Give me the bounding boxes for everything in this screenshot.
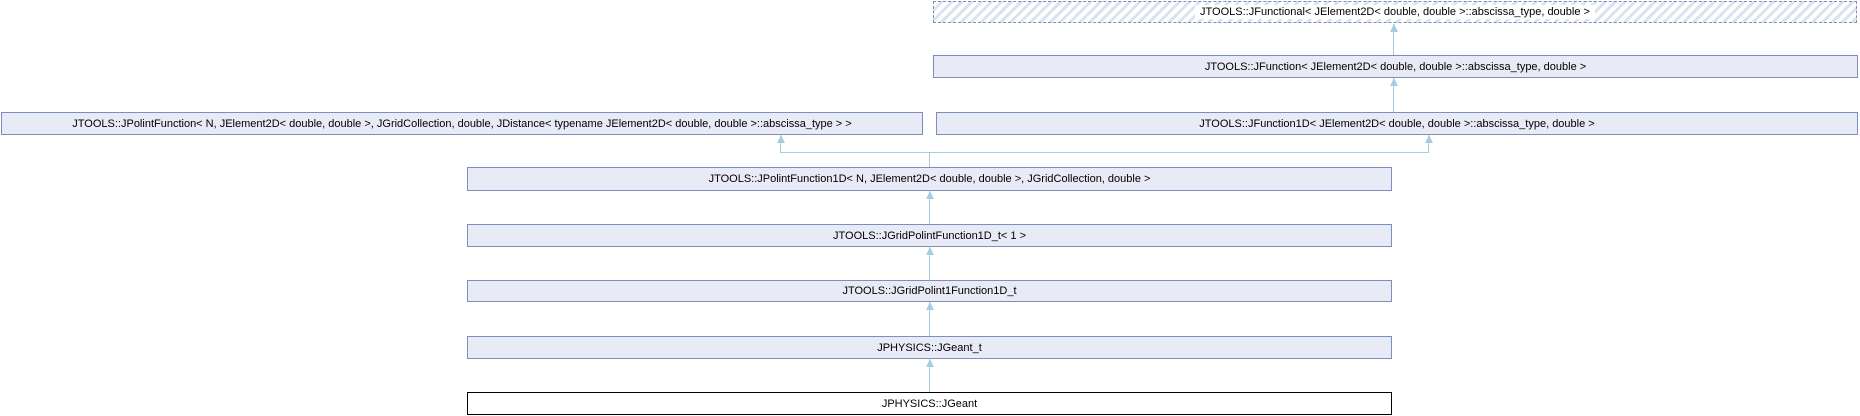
- inheritance-arrowhead-icon: [1390, 78, 1398, 86]
- class-node-label: JPHYSICS::JGeant: [881, 397, 978, 410]
- inheritance-arrowhead-icon: [777, 135, 785, 143]
- inheritance-edge: [929, 302, 930, 336]
- class-node-jpolintfunction1d[interactable]: JTOOLS::JPolintFunction1D< N, JElement2D…: [467, 167, 1392, 191]
- inheritance-arrowhead-icon: [1390, 24, 1398, 32]
- inheritance-edge: [929, 247, 930, 280]
- inheritance-edge: [1428, 135, 1429, 153]
- class-node-label: JTOOLS::JFunction< JElement2D< double, d…: [1204, 60, 1587, 73]
- class-node-label: JTOOLS::JGridPolintFunction1D_t< 1 >: [833, 229, 1026, 242]
- class-node-jpolintfunction[interactable]: JTOOLS::JPolintFunction< N, JElement2D< …: [1, 112, 923, 135]
- class-node-jgeant-t[interactable]: JPHYSICS::JGeant_t: [467, 336, 1392, 359]
- class-node-label: JTOOLS::JPolintFunction< N, JElement2D< …: [72, 117, 852, 130]
- inheritance-arrowhead-icon: [926, 247, 934, 255]
- inheritance-edge: [1393, 24, 1394, 55]
- class-node-jfunctional[interactable]: JTOOLS::JFunctional< JElement2D< double,…: [933, 1, 1857, 23]
- class-node-label: JTOOLS::JPolintFunction1D< N, JElement2D…: [708, 173, 1151, 185]
- inheritance-edge: [929, 359, 930, 392]
- inheritance-arrowhead-icon: [926, 302, 934, 310]
- class-node-jgeant: JPHYSICS::JGeant: [467, 392, 1392, 415]
- inheritance-arrowhead-icon: [926, 191, 934, 199]
- class-node-label: JTOOLS::JGridPolint1Function1D_t: [842, 285, 1017, 297]
- class-node-jgridpolint1function1d-t[interactable]: JTOOLS::JGridPolint1Function1D_t: [467, 280, 1392, 302]
- inheritance-edge: [780, 152, 1429, 153]
- class-node-label: JPHYSICS::JGeant_t: [877, 341, 982, 354]
- inheritance-arrowhead-icon: [926, 359, 934, 367]
- class-node-label: JTOOLS::JFunction1D< JElement2D< double,…: [1199, 117, 1595, 130]
- class-node-jgridpolintfunction1d-t[interactable]: JTOOLS::JGridPolintFunction1D_t< 1 >: [467, 224, 1392, 247]
- class-node-label: JTOOLS::JFunctional< JElement2D< double,…: [1195, 5, 1595, 19]
- class-node-jfunction[interactable]: JTOOLS::JFunction< JElement2D< double, d…: [933, 55, 1858, 78]
- inheritance-edge: [929, 152, 930, 167]
- inheritance-edge: [1393, 78, 1394, 112]
- class-node-jfunction1d[interactable]: JTOOLS::JFunction1D< JElement2D< double,…: [936, 112, 1858, 135]
- inheritance-edge: [929, 191, 930, 224]
- inheritance-edge: [780, 135, 781, 153]
- inheritance-arrowhead-icon: [1425, 135, 1433, 143]
